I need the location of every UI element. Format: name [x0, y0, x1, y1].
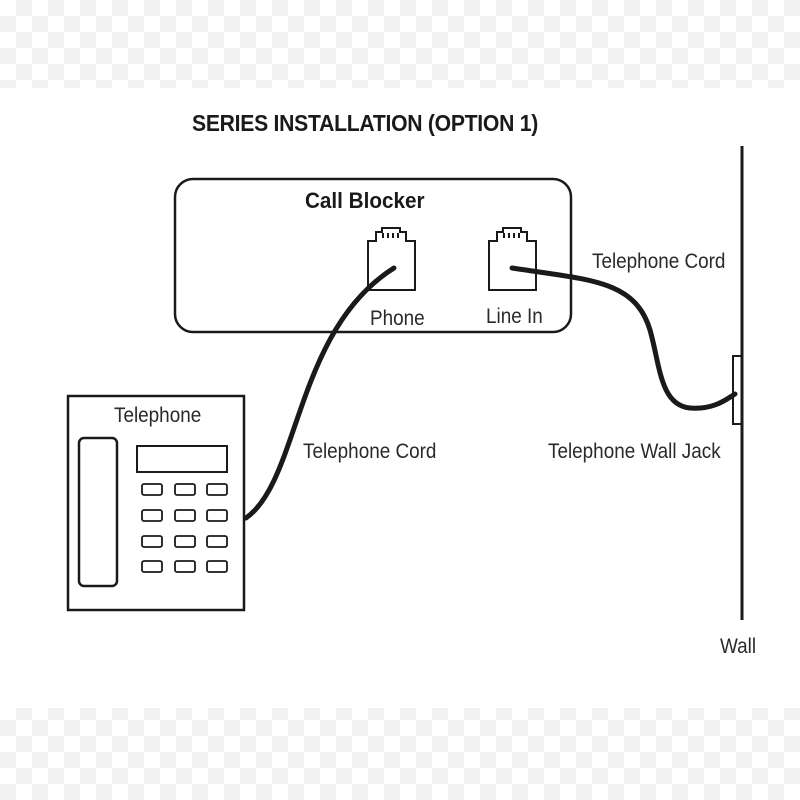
call-blocker-box	[173, 177, 573, 334]
telephone-icon	[66, 394, 246, 612]
phone-port-label: Phone	[370, 307, 425, 330]
wall-label: Wall	[720, 635, 757, 658]
call-blocker-label: Call Blocker	[305, 188, 425, 213]
diagram-canvas	[0, 88, 800, 708]
telephone-display	[136, 445, 228, 473]
handset	[77, 436, 119, 588]
keypad	[141, 483, 228, 573]
line-cord-label: Telephone Cord	[592, 250, 726, 273]
line-cord	[509, 265, 738, 411]
line-in-jack-icon	[488, 227, 537, 291]
wall-jack-label: Telephone Wall Jack	[548, 440, 721, 463]
wall-jack-icon	[732, 355, 743, 425]
phone-jack-icon	[367, 227, 416, 291]
phone-cord	[243, 265, 397, 521]
phone-cord-label: Telephone Cord	[303, 440, 437, 463]
diagram-title: SERIES INSTALLATION (OPTION 1)	[192, 110, 538, 136]
line-in-port-label: Line In	[486, 305, 543, 328]
telephone-label: Telephone	[114, 404, 202, 427]
